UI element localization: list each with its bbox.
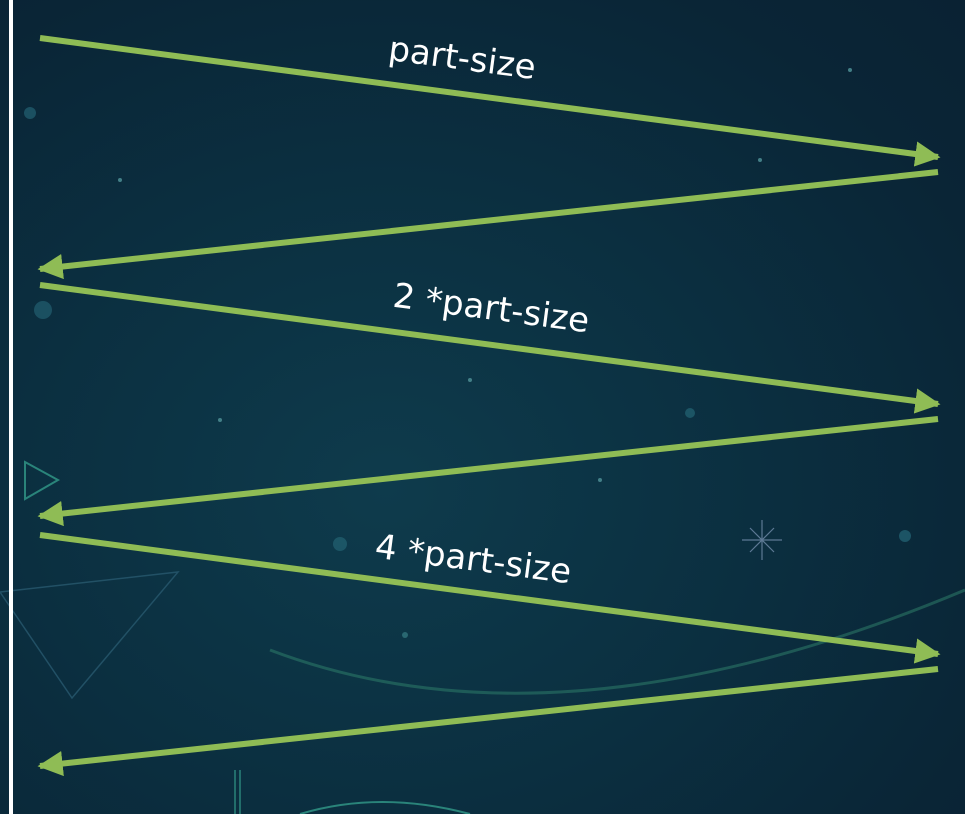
transfer-label-1: part-size	[386, 29, 538, 88]
transfer-label-2: 2 *part-size	[391, 276, 592, 342]
request-arrow-3	[39, 532, 941, 664]
request-arrow-1	[39, 35, 941, 167]
response-arrow-1	[37, 169, 939, 280]
request-arrow-2	[39, 282, 941, 414]
background-decoration	[0, 68, 965, 814]
response-arrow-3	[37, 666, 939, 777]
transfer-arrows	[37, 35, 941, 777]
response-arrow-2	[37, 416, 939, 527]
